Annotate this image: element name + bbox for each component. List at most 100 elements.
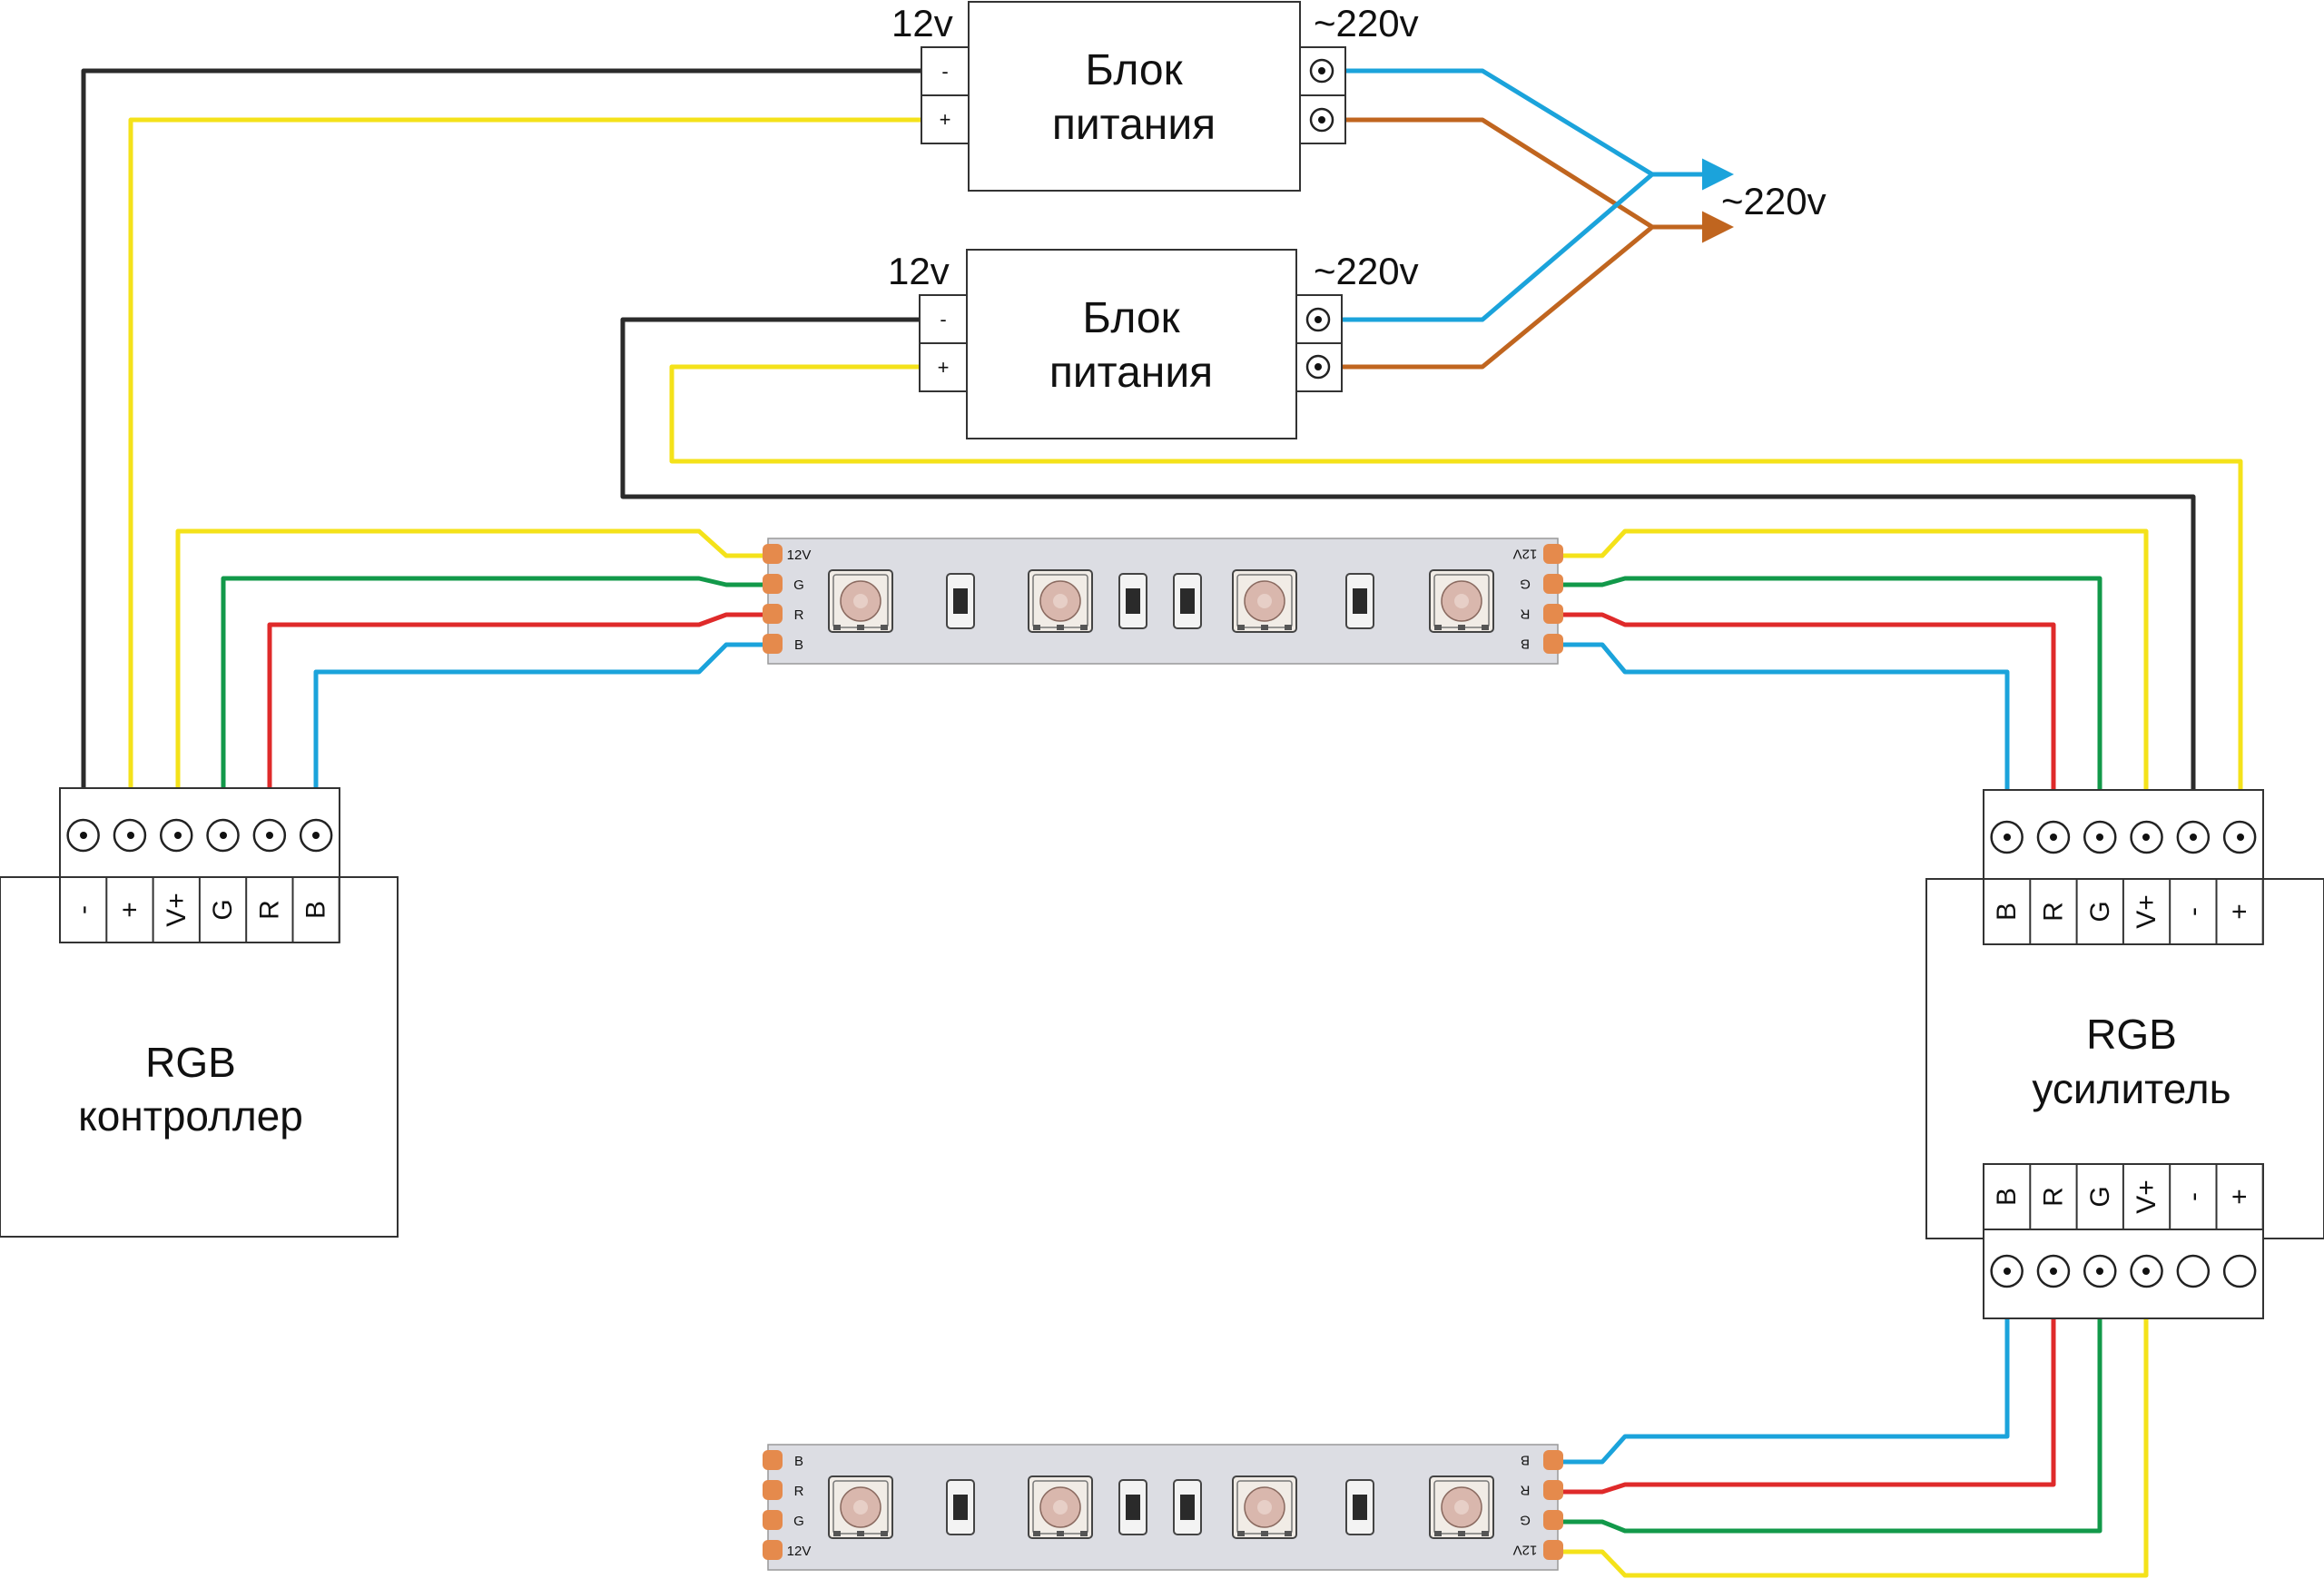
- wire-psu1-minus-black: [81, 68, 924, 840]
- wire-psu1-ac-blue: [1319, 68, 1655, 177]
- strip-pad-label: B: [1521, 637, 1530, 652]
- smd-led: [1232, 1475, 1297, 1539]
- solder-pad: [763, 604, 783, 624]
- amplifier-in-pin-label-2: G: [2085, 901, 2115, 922]
- solder-pad: [763, 1510, 783, 1530]
- power-unit-2-plus-terminal: [919, 342, 968, 392]
- wire-strip1-r-red: [1542, 612, 2056, 842]
- screw-contact-dot: [220, 832, 227, 839]
- screw-contact-dot: [80, 832, 87, 839]
- solder-pad: [763, 1540, 783, 1560]
- screw-contact-dot: [312, 832, 320, 839]
- screw-contact-dot: [266, 832, 273, 839]
- rgb-amplifier-title-line2: усилитель: [2032, 1065, 2230, 1112]
- smd-resistor: [1118, 1479, 1147, 1535]
- power-unit-1-minus-label: -: [941, 60, 948, 83]
- solder-pad: [763, 634, 783, 654]
- power-unit-2-dc-label: 12v: [888, 250, 950, 292]
- smd-resistor: [1118, 573, 1147, 629]
- rgb-amplifier-input-terminal-block: [1983, 789, 2264, 880]
- wire-amp-out-vplus-yellow: [1542, 1270, 2149, 1578]
- screw-contact-dot: [2050, 1268, 2057, 1275]
- screw-contact-dot: [2004, 1268, 2011, 1275]
- wire-ctrl-vplus-yellow: [175, 528, 782, 840]
- rgb-controller-title-line2: контроллер: [78, 1092, 303, 1140]
- strip-base: [767, 1444, 1559, 1571]
- amplifier-out-pin-label-2: G: [2085, 1186, 2115, 1207]
- smd-resistor: [1173, 1479, 1202, 1535]
- amplifier-in-pin-label-1: R: [2038, 902, 2068, 922]
- screw-contact-dot: [174, 832, 182, 839]
- amplifier-in-pin-label-0: B: [1992, 903, 2022, 921]
- smd-resistor: [946, 573, 975, 629]
- smd-resistor: [946, 1479, 975, 1535]
- strip-pad-label: G: [1520, 577, 1531, 592]
- wire-amp-out-r-red: [1542, 1270, 2056, 1495]
- wire-psu2-ac-blue: [1315, 172, 1655, 322]
- power-unit-1: Блок питания - + 12v ~220v: [891, 1, 1419, 192]
- screw-contact-dot: [127, 832, 134, 839]
- solder-pad: [1543, 1480, 1563, 1500]
- solder-pad: [1543, 634, 1563, 654]
- amplifier-out-pin-label-5: +: [2225, 1189, 2255, 1205]
- smd-resistor: [1345, 1479, 1374, 1535]
- amplifier-out-pin-label-4: -: [2178, 1192, 2208, 1201]
- wire-psu2-minus-black: [620, 317, 2196, 842]
- screw-contact-dot: [2142, 834, 2150, 841]
- strip-pad-label: R: [1520, 607, 1530, 622]
- wire-amp-out-g-green: [1542, 1270, 2102, 1534]
- controller-pin-label-2: V+: [162, 893, 192, 927]
- smd-resistor: [1345, 573, 1374, 629]
- smd-led: [1028, 569, 1093, 633]
- smd-led: [1429, 1475, 1494, 1539]
- strip-pad-label: 12V: [1513, 1543, 1538, 1558]
- strip-pad-label: R: [794, 607, 804, 623]
- screw-contact-dot: [2237, 834, 2244, 841]
- amplifier-out-pin-label-0: B: [1992, 1188, 2022, 1206]
- controller-pin-label-0: -: [68, 905, 98, 914]
- screw-contact-dot: [2096, 834, 2103, 841]
- strip-base: [767, 538, 1559, 665]
- amplifier-out-screw-4: [2176, 1254, 2211, 1288]
- solder-pad: [763, 1450, 783, 1470]
- strip-pad-label: 12V: [1513, 547, 1538, 562]
- wire-psu1-plus-yellow: [128, 117, 924, 840]
- power-unit-1-ac-label: ~220v: [1314, 2, 1419, 44]
- strip-pad-label: B: [1521, 1453, 1530, 1468]
- wire-ctrl-r-red: [267, 612, 782, 840]
- solder-pad: [1543, 1510, 1563, 1530]
- wire-strip1-g-green: [1542, 576, 2102, 842]
- smd-resistor: [1173, 573, 1202, 629]
- wire-strip1-b-blue: [1542, 642, 2010, 842]
- amplifier-out-screw-5: [2222, 1254, 2257, 1288]
- wire-psu2-ac-brown: [1315, 224, 1655, 370]
- power-unit-2: Блок питания - + 12v ~220v: [888, 249, 1419, 439]
- solder-pad: [763, 1480, 783, 1500]
- solder-pad: [1543, 1540, 1563, 1560]
- strip-pad-label: B: [794, 637, 803, 653]
- strip-pad-label: 12V: [787, 548, 812, 563]
- strip-pad-label: G: [1520, 1513, 1531, 1528]
- wire-amp-out-b-blue: [1542, 1270, 2010, 1465]
- wire-ctrl-b-blue: [313, 642, 782, 840]
- power-unit-1-dc-label: 12v: [891, 2, 953, 44]
- rgb-controller-terminal-block: [59, 787, 340, 878]
- smd-led: [1232, 569, 1297, 633]
- power-unit-1-body: [968, 1, 1301, 192]
- solder-pad: [763, 574, 783, 594]
- strip-pad-label: 12V: [787, 1544, 812, 1559]
- power-unit-2-plus-label: +: [938, 356, 950, 379]
- amplifier-in-pin-label-3: V+: [2132, 894, 2162, 929]
- strip-pad-label: B: [794, 1454, 803, 1469]
- controller-pin-label-3: G: [208, 899, 238, 920]
- controller-pin-label-5: B: [301, 901, 331, 919]
- power-unit-1-plus-terminal: [921, 94, 970, 144]
- amplifier-in-pin-label-4: -: [2178, 907, 2208, 916]
